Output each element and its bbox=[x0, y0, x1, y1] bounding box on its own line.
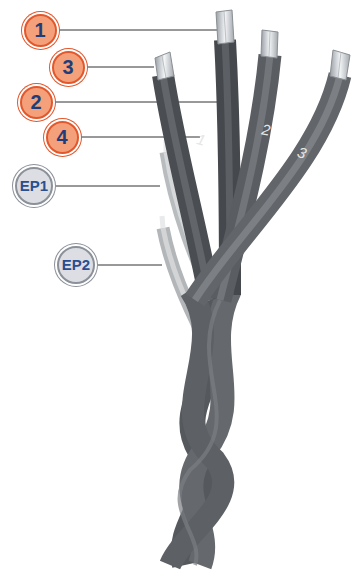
twisted-bundle bbox=[170, 290, 230, 565]
callout-circle: EP1 bbox=[15, 167, 53, 205]
callout-circle: 4 bbox=[46, 121, 79, 154]
callout-number: EP1 bbox=[20, 177, 48, 194]
callout-number: 4 bbox=[56, 126, 67, 149]
callout-number: 2 bbox=[30, 91, 41, 114]
callout-circle: 1 bbox=[24, 14, 57, 47]
callout-circle: EP2 bbox=[57, 246, 95, 284]
conductor-strands bbox=[155, 10, 350, 80]
conductor-marking: 1 bbox=[195, 131, 207, 148]
phase-conductors bbox=[163, 40, 340, 300]
callout-circle: 3 bbox=[52, 51, 85, 84]
callout-number: EP2 bbox=[62, 256, 90, 273]
callout-circle: 2 bbox=[20, 86, 53, 119]
callout-number: 1 bbox=[34, 19, 45, 42]
callout-number: 3 bbox=[62, 56, 73, 79]
